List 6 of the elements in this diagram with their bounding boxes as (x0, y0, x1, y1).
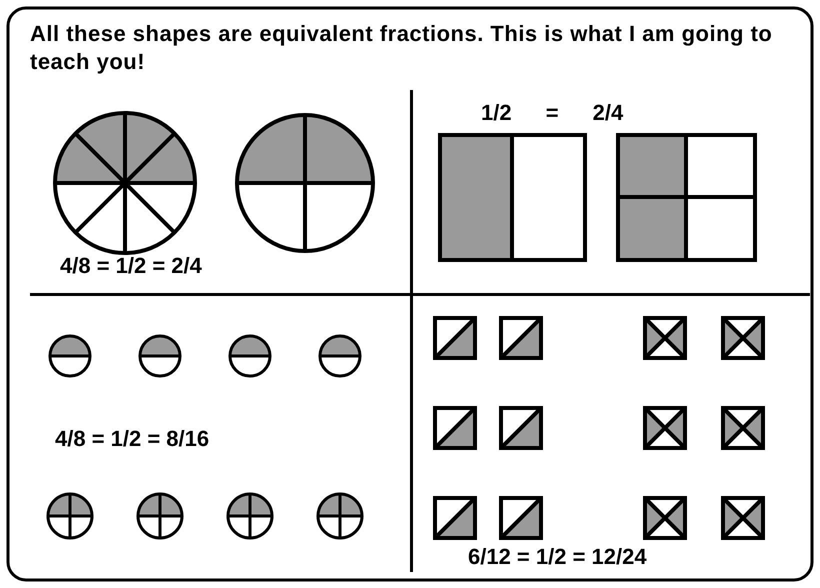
equation-text: 1/2 = 2/4 (481, 100, 624, 126)
equation-text: 4/8 = 1/2 = 8/16 (55, 426, 210, 452)
equation-text: 4/8 = 1/2 = 2/4 (60, 253, 202, 279)
fraction-panel (410, 293, 810, 572)
title: All these shapes are equivalent fractions. This is what I am going to teach you! (30, 20, 774, 76)
equation-text: 6/12 = 1/2 = 12/24 (468, 544, 647, 570)
